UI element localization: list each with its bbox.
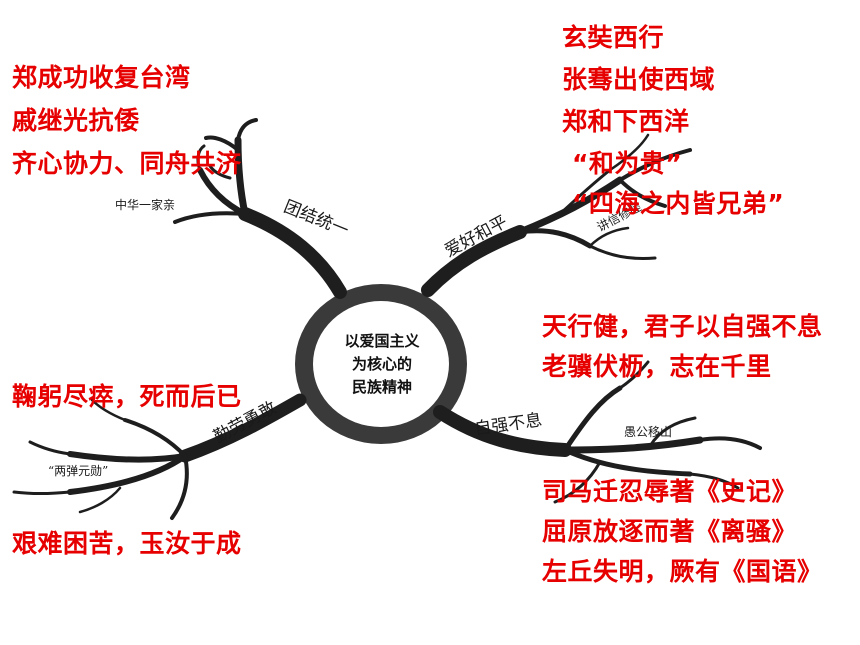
center-ring-inner <box>313 301 449 427</box>
sub-label-one-family: 中华一家亲 <box>115 198 176 212</box>
peace-example-3: 郑和下西洋 <box>562 107 690 136</box>
branch-peace-shape <box>421 133 692 297</box>
diligence-quote-bottom: 艰难困苦，玉汝于成 <box>12 529 242 558</box>
center-line-2: 为核心的 <box>351 355 412 373</box>
peace-example-4: “和为贵” <box>572 149 683 178</box>
unity-example-2: 戚继光抗倭 <box>12 106 140 135</box>
peace-example-2: 张骞出使西域 <box>562 65 716 94</box>
strive-example-2: 屈原放逐而著《离骚》 <box>542 517 798 546</box>
strive-quote-1: 天行健，君子以自强不息 <box>542 312 823 341</box>
sub-label-bombs: “两弹元勋” <box>48 464 109 478</box>
unity-example-3: 齐心协力、同舟共济 <box>12 149 242 178</box>
branch-diligence-shape <box>12 393 307 520</box>
unity-example-1: 郑成功收复台湾 <box>12 63 191 92</box>
diligence-quote-top: 鞠躬尽瘁，死而后已 <box>12 382 242 411</box>
branch-strive-shape <box>433 360 762 504</box>
peace-example-1: 玄奘西行 <box>562 23 665 52</box>
center-line-3: 民族精神 <box>351 378 412 396</box>
peace-example-5: “四海之内皆兄弟” <box>572 189 785 218</box>
strive-quote-2: 老骥伏枥，志在千里 <box>542 352 772 381</box>
sub-label-yugong: 愚公移山 <box>624 425 673 439</box>
center-title: 以爱国主义 为核心的 民族精神 <box>320 330 444 399</box>
branch-unity-shape <box>173 118 347 299</box>
strive-example-1: 司马迁忍辱著《史记》 <box>542 477 798 506</box>
center-line-1: 以爱国主义 <box>344 332 420 350</box>
strive-example-3: 左丘失明，厥有《国语》 <box>542 557 823 586</box>
